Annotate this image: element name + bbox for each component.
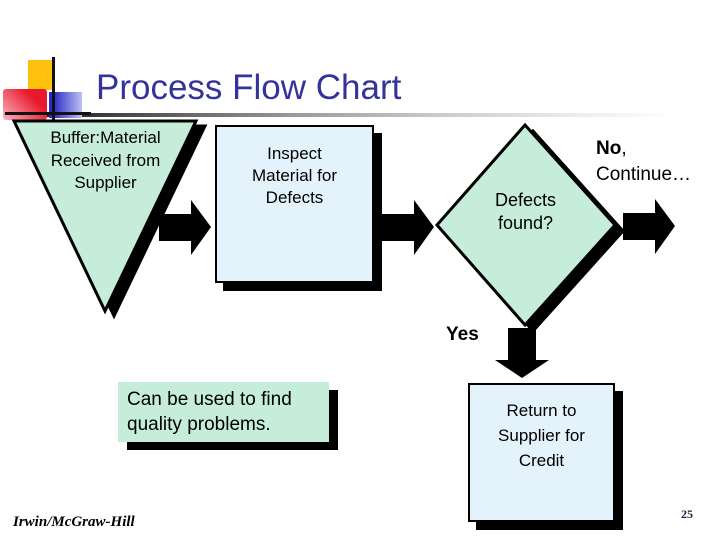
inspect-line: Inspect (267, 144, 322, 163)
no-bold: No (596, 138, 622, 159)
note-line: Can be used to find (127, 389, 292, 410)
buffer-line: Buffer:Material (50, 128, 161, 147)
buffer-line: Supplier (74, 173, 137, 192)
triangle-body (11, 119, 199, 315)
no-comma: , (621, 138, 627, 159)
logo-crosshair-horizontal (5, 112, 91, 115)
inspect-node: Inspect Material for Defects (215, 125, 374, 283)
return-line: Return to (506, 401, 577, 420)
return-line: Credit (518, 451, 565, 470)
note-box: Can be used to find quality problems. (118, 382, 329, 442)
footer-text: Irwin/McGraw-Hill (13, 514, 135, 530)
branch-label-no: No, Continue… (596, 136, 691, 188)
arrow-down-icon (495, 328, 549, 378)
return-node: Return to Supplier for Credit (468, 383, 615, 522)
buffer-line: Received from (50, 150, 161, 170)
page-number: 25 (681, 507, 693, 521)
decision-line: found? (497, 213, 554, 233)
branch-label-yes: Yes (446, 324, 479, 345)
buffer-node-label: Buffer:Material Received from Supplier (33, 127, 178, 195)
return-line: Supplier for (498, 426, 585, 445)
inspect-line: Material for (251, 166, 338, 185)
no-line2: Continue… (596, 164, 692, 185)
logo-yellow-square (28, 60, 54, 90)
decision-line: Defects (494, 190, 557, 210)
arrow-right-icon (382, 200, 434, 255)
logo-crosshair-vertical (52, 57, 55, 123)
page-title: Process Flow Chart (96, 68, 402, 107)
arrow-right-icon (159, 200, 211, 255)
arrow-right-icon (623, 199, 675, 254)
title-underline (10, 113, 715, 117)
note-line: quality problems. (127, 414, 271, 435)
inspect-line: Defects (265, 188, 324, 207)
no-line1: No, (596, 136, 691, 162)
decision-node-label: Defects found? (463, 189, 588, 235)
diamond-body (435, 122, 618, 328)
